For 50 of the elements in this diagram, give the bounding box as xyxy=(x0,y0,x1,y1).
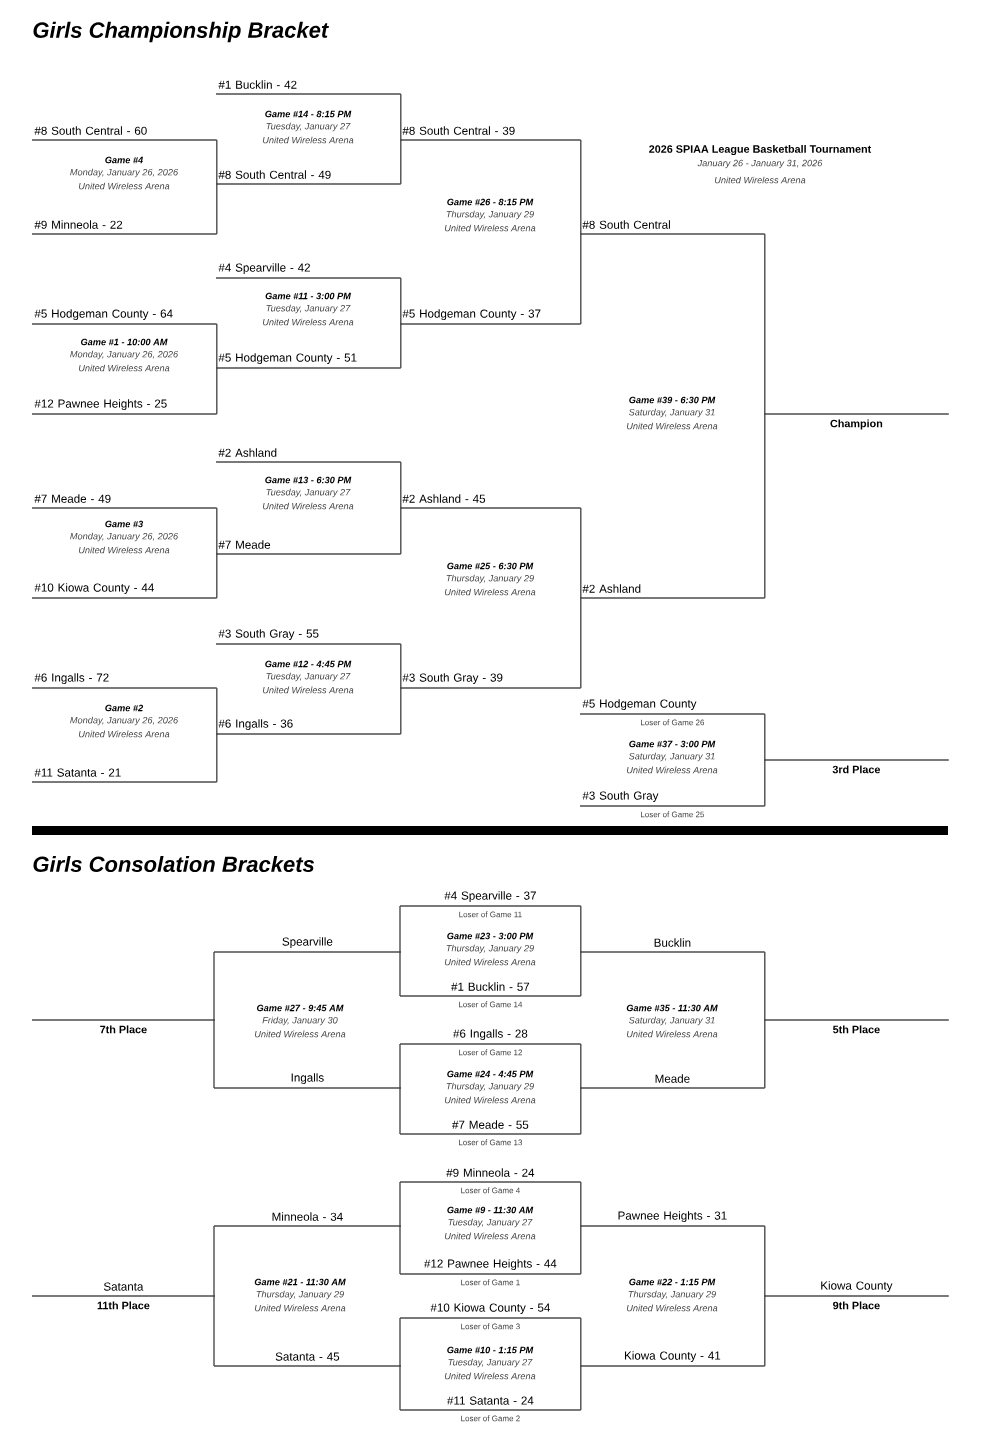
bracket-line xyxy=(399,1043,402,1089)
bracket-line xyxy=(215,553,218,599)
bracket-line xyxy=(399,643,402,689)
bracket-line xyxy=(399,461,402,509)
bracket-line xyxy=(399,1317,402,1367)
bracket-line xyxy=(399,687,402,735)
bracket-line xyxy=(579,951,582,997)
bracket-line xyxy=(215,687,218,735)
section-heading: Girls Consolation Brackets xyxy=(33,855,315,873)
bracket-line xyxy=(215,733,218,783)
bracket-line xyxy=(215,183,218,235)
bracket-line xyxy=(579,1043,582,1089)
bracket-line xyxy=(763,233,766,415)
bracket-line xyxy=(763,713,766,761)
bracket-line xyxy=(399,1181,402,1227)
bracket-line xyxy=(579,597,582,689)
bracket-line xyxy=(579,1365,582,1411)
bracket-line xyxy=(399,323,402,369)
bracket-line xyxy=(399,139,402,185)
bracket-line xyxy=(215,507,218,555)
bracket-line xyxy=(763,1225,766,1297)
bracket-line xyxy=(579,905,582,953)
bracket-line xyxy=(579,1181,582,1227)
bracket-line xyxy=(579,233,582,325)
bracket-line xyxy=(579,1317,582,1367)
bracket-line xyxy=(399,277,402,325)
bracket-line xyxy=(213,1225,216,1297)
bracket-line xyxy=(763,759,766,807)
bracket-line xyxy=(399,951,402,997)
bracket-line xyxy=(579,1225,582,1275)
section-heading: Girls Championship Bracket xyxy=(33,21,329,43)
bracket-line xyxy=(215,323,218,369)
bracket-line xyxy=(399,905,402,953)
bracket-line xyxy=(579,139,582,235)
bracket-line xyxy=(399,507,402,555)
bracket-line xyxy=(579,507,582,599)
bracket-line xyxy=(763,413,766,599)
bracket-line xyxy=(763,951,766,1021)
bracket-line xyxy=(399,1365,402,1411)
bracket-line xyxy=(399,1225,402,1275)
bracket-line xyxy=(579,1087,582,1135)
bracket-line xyxy=(215,139,218,185)
bracket-line xyxy=(215,367,218,415)
bracket-line xyxy=(213,1019,216,1089)
bracket-line xyxy=(763,1295,766,1367)
bracket-line xyxy=(213,951,216,1021)
bracket-line xyxy=(763,1019,766,1089)
bracket-line xyxy=(399,1087,402,1135)
bracket-line xyxy=(213,1295,216,1367)
bracket-line xyxy=(399,93,402,141)
